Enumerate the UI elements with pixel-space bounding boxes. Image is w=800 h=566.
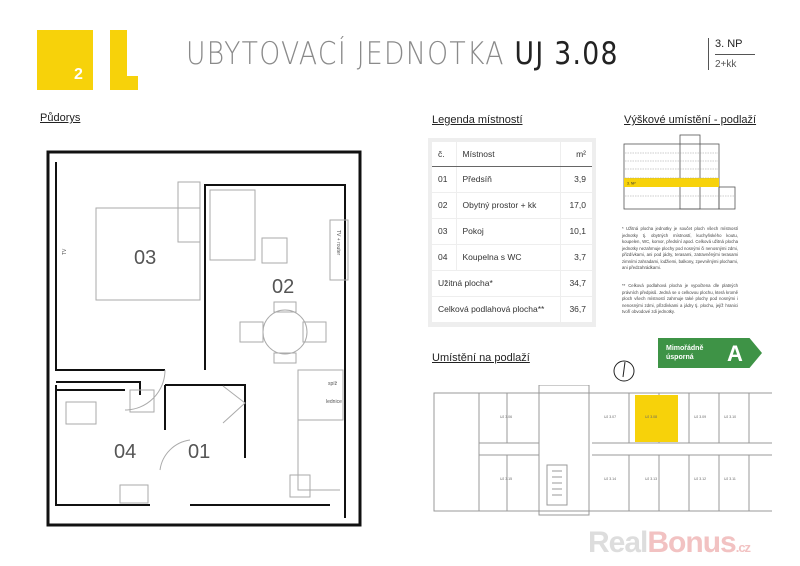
title-main: UBYTOVACÍ JEDNOTKA bbox=[186, 36, 505, 72]
cell: 04 bbox=[432, 244, 457, 271]
energy-label-1: Mimořádně bbox=[666, 345, 704, 352]
fridge-label: lednice bbox=[326, 399, 342, 405]
cell: Koupelna s WC bbox=[456, 244, 560, 271]
legend-heading: Legenda místností bbox=[432, 114, 523, 126]
total-area-value: 36,7 bbox=[559, 296, 592, 323]
unit-label: UJ 3.15 bbox=[500, 477, 512, 481]
total-area-note: ** Celková podlahová plocha je vypočtena… bbox=[622, 283, 738, 314]
usable-area-row: Užitná plocha*34,7 bbox=[432, 270, 592, 297]
logo-number: 2 bbox=[74, 66, 83, 83]
col-area: m² bbox=[559, 142, 592, 167]
cell: Obytný prostor + kk bbox=[456, 192, 560, 219]
realbonus-watermark: RealBonus.cz bbox=[588, 526, 751, 560]
logo-block: 2 bbox=[37, 30, 93, 90]
unit-label: UJ 3.12 bbox=[694, 477, 706, 481]
usable-area-value: 34,7 bbox=[559, 270, 592, 297]
cell: 3,9 bbox=[559, 166, 592, 193]
energy-class-badge: Mimořádně úsporná A bbox=[658, 338, 762, 368]
energy-label-2: úsporná bbox=[666, 354, 694, 361]
page-title: UBYTOVACÍ JEDNOTKA UJ 3.08 bbox=[186, 36, 619, 72]
total-area-label: Celková podlahová plocha** bbox=[432, 296, 560, 323]
col-number: č. bbox=[432, 142, 457, 167]
wm-real: Real bbox=[588, 526, 648, 559]
floor-tag: 3. NP bbox=[627, 182, 636, 186]
logo-l-foot bbox=[110, 76, 138, 90]
wm-bonus: Bonus bbox=[647, 526, 736, 559]
tv-router-label: TV + router bbox=[335, 230, 341, 255]
cell: 17,0 bbox=[559, 192, 592, 219]
unit-label: UJ 3.07 bbox=[604, 415, 616, 419]
cell: 01 bbox=[432, 166, 457, 193]
unit-label: UJ 3.10 bbox=[724, 415, 736, 419]
wm-domain: .cz bbox=[735, 540, 751, 555]
floor-info: 3. NP 2+kk bbox=[708, 38, 755, 70]
unit-floor-plan: 03 02 04 01 spíž lednice TV + router TV bbox=[46, 150, 362, 527]
elevation-heading: Výškové umístění - podlaží bbox=[624, 114, 757, 126]
unit-label: UJ 3.13 bbox=[645, 477, 657, 481]
unit-label-current: UJ 3.08 bbox=[645, 415, 657, 419]
unit-label: UJ 3.11 bbox=[724, 477, 736, 481]
cell: Předsíň bbox=[456, 166, 560, 193]
plan-heading: Půdorys bbox=[40, 112, 81, 124]
total-area-row: Celková podlahová plocha**36,7 bbox=[432, 296, 592, 323]
pantry-label: spíž bbox=[328, 381, 338, 387]
room-04-label: 04 bbox=[114, 441, 136, 463]
room-02-label: 02 bbox=[272, 276, 294, 298]
cell: 02 bbox=[432, 192, 457, 219]
col-room: Místnost bbox=[456, 142, 560, 167]
floor-label: 3. NP bbox=[715, 38, 755, 55]
usable-area-label: Užitná plocha* bbox=[432, 270, 560, 297]
location-heading: Umístění na podlaží bbox=[432, 352, 530, 364]
unit-label: UJ 3.06 bbox=[500, 415, 512, 419]
unit-label: UJ 3.09 bbox=[694, 415, 706, 419]
room-01-label: 01 bbox=[188, 441, 210, 463]
usable-area-note: * Užitná plocha jednotky je součet ploch… bbox=[622, 226, 738, 270]
unit-label: UJ 3.14 bbox=[604, 477, 616, 481]
elevation-diagram: 3. NP bbox=[623, 134, 736, 210]
cell: 10,1 bbox=[559, 218, 592, 245]
unit-code: UJ 3.08 bbox=[514, 36, 619, 72]
building-floor-plan: UJ 3.06 UJ 3.07 UJ 3.08 UJ 3.09 UJ 3.10 … bbox=[433, 385, 772, 516]
logo-l bbox=[110, 30, 127, 90]
energy-class: A bbox=[727, 341, 743, 366]
cell: 3,7 bbox=[559, 244, 592, 271]
cell: 03 bbox=[432, 218, 457, 245]
room-03-label: 03 bbox=[134, 247, 156, 269]
cell: Pokoj bbox=[456, 218, 560, 245]
layout-label: 2+kk bbox=[715, 59, 737, 70]
north-arrow-icon bbox=[613, 360, 635, 382]
tv-label: TV bbox=[62, 248, 68, 255]
